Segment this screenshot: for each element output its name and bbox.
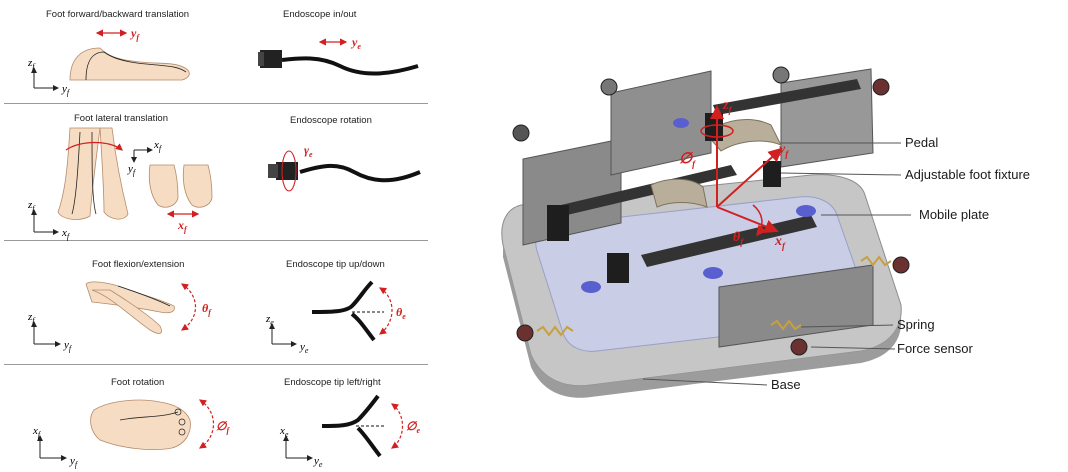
- row1-foot-axes: zf yf: [27, 57, 71, 97]
- svg-text:ze: ze: [265, 313, 274, 327]
- row-divider: [4, 364, 428, 365]
- svg-text:xe: xe: [279, 425, 289, 439]
- svg-text:xf: xf: [153, 139, 163, 153]
- top-feet-illustration: [148, 164, 213, 208]
- row4-endo-title: Endoscope tip left/right: [284, 377, 381, 388]
- side-foot-illustration: [69, 47, 190, 81]
- svg-text:θf: θf: [733, 230, 744, 247]
- label-leaders: [642, 142, 917, 386]
- svg-text:yf: yf: [61, 83, 71, 97]
- row3-foot-title: Foot flexion/extension: [92, 259, 185, 270]
- svg-text:zf: zf: [722, 98, 732, 115]
- label-pedal: Pedal: [905, 135, 939, 150]
- row1-endo-title: Endoscope in/out: [283, 9, 357, 20]
- label-mobile-plate: Mobile plate: [919, 207, 990, 222]
- svg-text:∅e: ∅e: [406, 419, 420, 435]
- row2-endo-title: Endoscope rotation: [290, 115, 372, 126]
- label-spring: Spring: [897, 317, 935, 332]
- row2-foot-axes: zf xf: [27, 199, 71, 241]
- row1-motion-arrow: yf: [95, 26, 140, 42]
- svg-text:ye: ye: [350, 35, 361, 51]
- force-sensor-pods: [512, 66, 910, 356]
- label-force-sensor: Force sensor: [897, 341, 973, 356]
- row2-top-axes: xf yf: [127, 139, 163, 177]
- row2-endo-label: γe: [304, 143, 313, 159]
- row2-foot-title: Foot lateral translation: [74, 113, 168, 124]
- svg-text:zf: zf: [27, 311, 36, 325]
- device-render: zf yf xf θf ∅f: [501, 66, 917, 398]
- row3-endo-arrow: θe: [378, 287, 406, 335]
- row2-motion-arrow: xf: [166, 210, 200, 234]
- front-leg-illustration: [57, 127, 129, 220]
- row3-foot-axes: zf yf: [27, 311, 73, 353]
- top-foot-illustration: [90, 399, 191, 450]
- label-base: Base: [771, 377, 801, 392]
- svg-text:∅f: ∅f: [679, 151, 696, 169]
- row3-endo-title: Endoscope tip up/down: [286, 259, 385, 270]
- svg-text:xf: xf: [61, 227, 71, 241]
- row3-endo-axes: ze ye: [265, 313, 309, 355]
- svg-text:yf: yf: [777, 142, 789, 159]
- foot-platform-device: zf yf xf θf ∅f Pedal Adjustable foot fix…: [481, 55, 1030, 400]
- row4-endo-axes: xe ye: [279, 425, 323, 469]
- row3-motion-arrow: θf: [181, 283, 212, 331]
- row1-endo-arrow: ye: [318, 35, 361, 51]
- motion-illustrations: zf yf yf ye zf xf: [27, 26, 421, 469]
- svg-text:θe: θe: [396, 305, 406, 321]
- endoscope-tip-illustration: [321, 394, 384, 458]
- endoscope-tip-illustration: [311, 280, 384, 342]
- svg-text:yf: yf: [69, 455, 79, 469]
- svg-text:θf: θf: [202, 301, 212, 317]
- svg-text:yf: yf: [63, 339, 73, 353]
- svg-text:zf: zf: [27, 57, 36, 71]
- row1-foot-title: Foot forward/backward translation: [46, 9, 190, 20]
- svg-text:ye: ye: [313, 455, 323, 469]
- svg-text:yf: yf: [127, 163, 137, 177]
- svg-text:xf: xf: [32, 425, 42, 439]
- endoscope-illustration: [258, 50, 419, 76]
- row4-endo-arrow: ∅e: [391, 403, 420, 449]
- endoscope-illustration: [268, 150, 421, 192]
- row4-foot-axes: xf yf: [32, 425, 79, 469]
- foot-coordinate-frame: zf yf xf θf ∅f: [679, 98, 789, 251]
- svg-text:zf: zf: [27, 199, 36, 213]
- svg-text:ye: ye: [299, 341, 309, 355]
- row-divider: [4, 103, 428, 104]
- label-adjustable-foot-fixture: Adjustable foot fixture: [905, 167, 1031, 182]
- flexion-foot-illustration: [85, 281, 175, 334]
- row-divider: [4, 240, 428, 241]
- svg-text:yf: yf: [129, 26, 140, 42]
- svg-text:∅f: ∅f: [216, 419, 230, 435]
- svg-text:xf: xf: [774, 234, 786, 251]
- svg-text:xf: xf: [177, 218, 188, 234]
- pedal: [706, 119, 783, 152]
- row4-motion-arrow: ∅f: [199, 399, 230, 449]
- row4-foot-title: Foot rotation: [111, 377, 165, 388]
- svg-text:γe: γe: [304, 143, 313, 159]
